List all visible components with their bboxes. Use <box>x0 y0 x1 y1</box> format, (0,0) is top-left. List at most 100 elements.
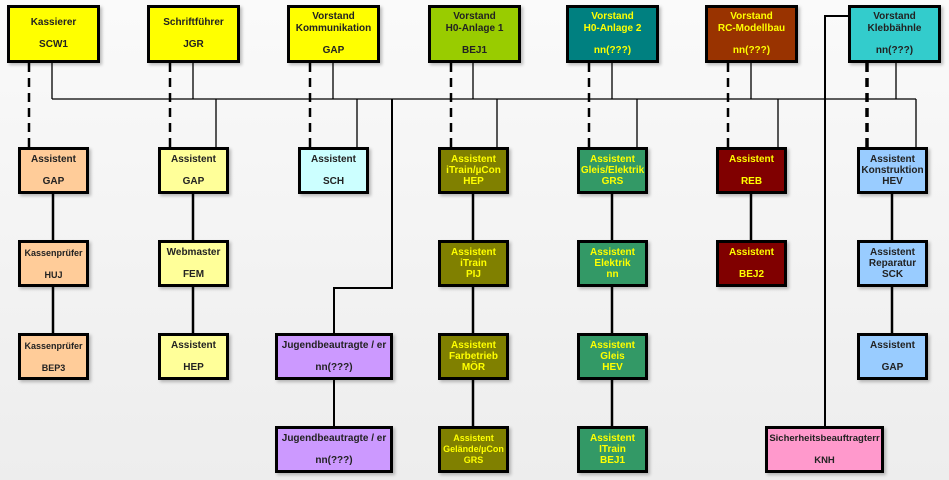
box-name: nn(???) <box>875 45 914 56</box>
box-subtitle: Elektrik <box>594 258 631 269</box>
box-title: Jugendbeautragte / er <box>281 432 387 444</box>
box-assistent-itrain-h0-2: Assistent ITrain BEJ1 <box>577 426 648 473</box>
box-title: Assistent <box>310 153 356 165</box>
box-title: Assistent <box>589 433 635 444</box>
box-vorstand-kommunikation: Vorstand Kommunikation GAP <box>287 5 380 63</box>
box-name: SCK <box>881 269 904 280</box>
box-name: nn(???) <box>593 45 632 56</box>
box-name: REB <box>740 175 763 187</box>
box-subtitle: Kommunikation <box>295 23 372 34</box>
box-title: Assistent <box>450 247 496 258</box>
box-subtitle: Reparatur <box>868 258 917 269</box>
box-name: SCW1 <box>39 39 68 50</box>
box-title: Assistent <box>450 340 496 351</box>
box-title: Assistent <box>728 153 774 165</box>
box-name: GAP <box>881 361 904 373</box>
box-title: Vorstand <box>312 11 355 22</box>
box-title: Assistent <box>869 339 915 351</box>
box-subtitle: iTrain/µCon <box>446 165 501 176</box>
box-vorstand-h0-anlage-2: Vorstand H0-Anlage 2 nn(???) <box>566 5 659 63</box>
box-title: Assistent <box>170 153 216 165</box>
box-assistent-kasse: Assistent GAP <box>18 147 89 194</box>
box-title: Assistent <box>170 339 216 351</box>
box-name: SCH <box>322 175 345 187</box>
box-title: Kassenprüfer <box>24 340 83 351</box>
box-title: Vorstand <box>453 11 496 22</box>
box-assistent-web: Assistent HEP <box>158 333 229 380</box>
box-name: HEP <box>463 176 484 187</box>
box-title: Assistent <box>869 247 915 258</box>
box-title: Jugendbeautragte / er <box>281 339 387 351</box>
box-title: Vorstand <box>873 11 916 22</box>
box-name: nn(???) <box>315 361 353 373</box>
box-title: Kassierer <box>30 17 77 28</box>
box-assistent-gelaende: Assistent Gelände/µCon GRS <box>438 426 509 473</box>
box-sicherheitsbeauftragter: Sicherheitsbeauftragterr KNH <box>765 426 884 473</box>
box-subtitle: RC-Modellbau <box>717 23 786 34</box>
box-title: Schriftführer <box>163 17 224 28</box>
box-name: GRS <box>601 176 624 187</box>
box-kassierer: Kassierer SCW1 <box>7 5 100 63</box>
box-name: HEP <box>183 361 204 373</box>
box-title: Kassenprüfer <box>24 247 83 258</box>
box-vorstand-rc-modellbau: Vorstand RC-Modellbau nn(???) <box>705 5 798 63</box>
box-name: nn(???) <box>732 45 771 56</box>
box-title: Assistent <box>589 154 635 165</box>
box-name: HUJ <box>44 269 63 280</box>
box-name: PIJ <box>465 269 481 280</box>
box-title: Assistent <box>589 247 635 258</box>
box-subtitle: Klebbähnle <box>867 23 922 34</box>
box-subtitle: ITrain <box>599 444 626 455</box>
box-name: BEJ1 <box>599 455 625 466</box>
box-subtitle: Farbetrieb <box>449 351 498 362</box>
box-subtitle: H0-Anlage 2 <box>583 23 642 34</box>
box-assistent-rc-1: Assistent REB <box>716 147 787 194</box>
box-assistent-gleis-elektrik: Assistent Gleis/Elektrik GRS <box>577 147 648 194</box>
box-title: Assistent <box>453 433 494 443</box>
box-title: Assistent <box>450 154 496 165</box>
box-name: nn(???) <box>315 454 353 466</box>
box-assistent-konstruktion: Assistent Konstruktion HEV <box>857 147 928 194</box>
box-assistent-rc-2: Assistent BEJ2 <box>716 240 787 287</box>
box-name: GAP <box>182 175 205 187</box>
box-subtitle: iTrain <box>460 258 487 269</box>
box-assistent-reparatur: Assistent Reparatur SCK <box>857 240 928 287</box>
youth-line <box>333 99 393 333</box>
box-assistent-elektrik: Assistent Elektrik nn <box>577 240 648 287</box>
box-jugendbeauftragte-2: Jugendbeautragte / er nn(???) <box>275 426 393 473</box>
box-vorstand-h0-anlage-1: Vorstand H0-Anlage 1 BEJ1 <box>428 5 521 63</box>
box-assistent-farbetrieb: Assistent Farbetrieb MÖR <box>438 333 509 380</box>
box-assistent-kommunikation: Assistent SCH <box>298 147 369 194</box>
box-assistent-itrain: Assistent iTrain PIJ <box>438 240 509 287</box>
box-subtitle: Konstruktion <box>861 165 924 176</box>
box-title: Sicherheitsbeauftragterr <box>769 432 880 444</box>
box-title: Assistent <box>728 246 774 258</box>
box-title: Vorstand <box>591 11 634 22</box>
box-assistent-itrain-mucon: Assistent iTrain/µCon HEP <box>438 147 509 194</box>
box-title: Assistent <box>30 153 76 165</box>
box-subtitle: Gelände/µCon <box>443 444 504 454</box>
box-title: Assistent <box>589 340 635 351</box>
box-name: MÖR <box>461 362 486 373</box>
box-title: Assistent <box>869 154 915 165</box>
box-name: GAP <box>322 45 345 56</box>
box-assistent-schrift: Assistent GAP <box>158 147 229 194</box>
box-name: HEV <box>882 176 903 187</box>
box-kassenpruefer-2: Kassenprüfer BEP3 <box>18 333 89 380</box>
box-name: JGR <box>183 39 204 50</box>
box-assistent-gleis: Assistent Gleis HEV <box>577 333 648 380</box>
box-name: nn <box>606 269 619 280</box>
box-name: BEP3 <box>41 362 66 373</box>
box-jugendbeauftragte-1: Jugendbeautragte / er nn(???) <box>275 333 393 380</box>
box-name: GAP <box>42 175 65 187</box>
box-subtitle: Gleis/Elektrik <box>580 165 645 176</box>
box-title: Vorstand <box>730 11 773 22</box>
box-webmaster: Webmaster FEM <box>158 240 229 287</box>
box-name: KNH <box>814 454 835 466</box>
box-schriftfuehrer: Schriftführer JGR <box>147 5 240 63</box>
box-vorstand-klebbaehnle: Vorstand Klebbähnle nn(???) <box>848 5 941 63</box>
box-name: FEM <box>182 268 205 280</box>
box-name: BEJ1 <box>461 45 487 56</box>
safety-line <box>824 15 848 426</box>
